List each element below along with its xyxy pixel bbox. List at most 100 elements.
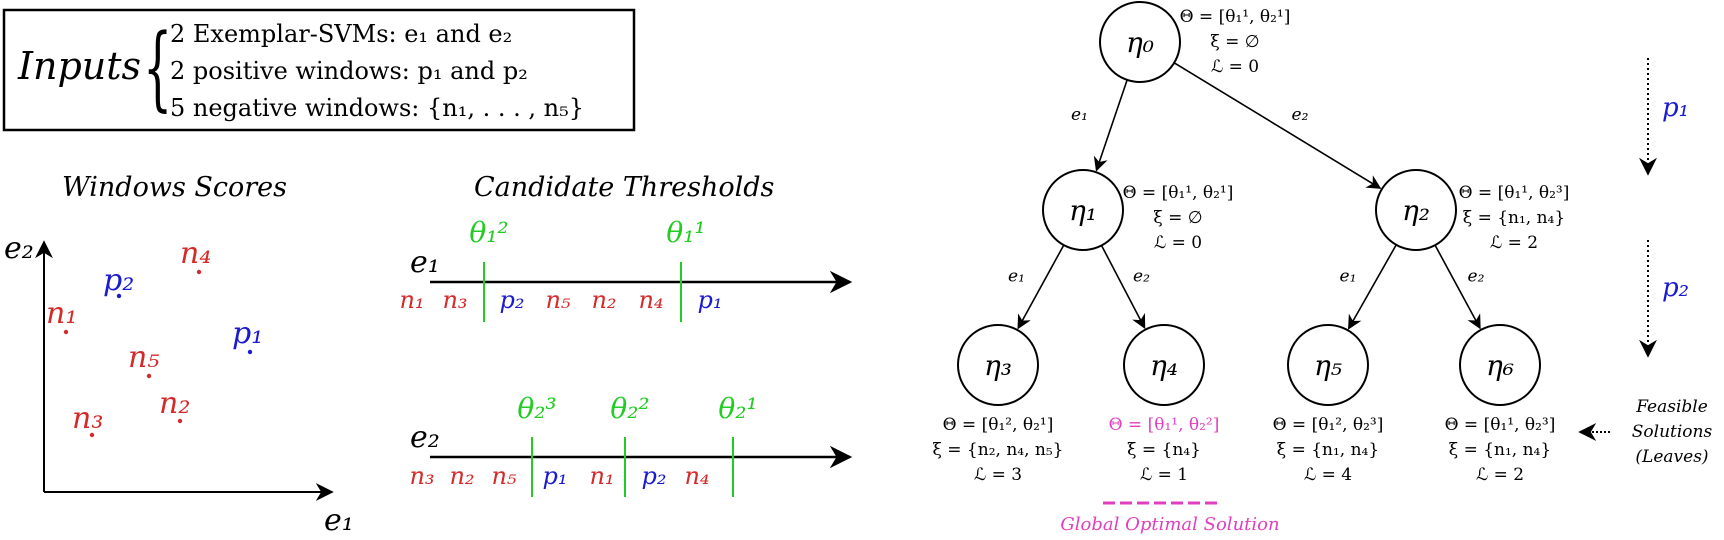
level-label-1: p₁ [1662, 93, 1689, 123]
tree-node-xi: ξ = ∅ [1153, 208, 1202, 228]
score-point-label: p₁ [232, 316, 263, 351]
tree-edge-label: e₂ [1133, 267, 1150, 287]
tree-node-loss: ℒ = 0 [1154, 233, 1202, 253]
tree-node-label: η₁ [1069, 194, 1097, 227]
threshold-window-label: n₂ [591, 286, 616, 314]
tree-node-label: η₃ [984, 349, 1012, 382]
threshold-label: θ₂¹ [718, 392, 757, 425]
tree-node-theta: Θ = [θ₁², θ₂¹] [943, 415, 1054, 435]
score-point-dot [116, 293, 122, 299]
tree-node-label: η₅ [1314, 349, 1342, 382]
threshold-window-label: n₅ [545, 286, 570, 314]
thresholds-title: Candidate Thresholds [474, 172, 774, 203]
tree-edge [1173, 62, 1382, 189]
tree-node [1099, 1, 1181, 83]
tree-node [1459, 324, 1541, 406]
tree-edge-label: e₁ [1071, 105, 1088, 125]
tree-node [1042, 169, 1124, 251]
tree-node [1375, 169, 1457, 251]
threshold-label: θ₂² [610, 392, 649, 425]
scores-ylabel: e₂ [4, 231, 34, 266]
score-point-dot [196, 269, 202, 275]
threshold-window-label: p₂ [642, 462, 667, 490]
score-point-dot [63, 329, 69, 335]
tree-edge [1100, 245, 1146, 330]
inputs-box: Inputs { 2 Exemplar-SVMs: e₁ and e₂ 2 po… [2, 8, 636, 132]
threshold-window-label: p₂ [500, 286, 525, 314]
tree-edge-label: e₁ [1008, 267, 1025, 287]
inputs-line-3: 5 negative windows: {n₁, . . . , n₅} [170, 94, 584, 122]
tree-node-theta: Θ = [θ₁¹, θ₂³] [1459, 183, 1570, 203]
score-point-label: n₂ [159, 386, 190, 421]
feasible-label-line-1: Feasible [1635, 397, 1708, 417]
score-point-label: n₁ [46, 296, 77, 331]
scores-xlabel: e₁ [324, 503, 354, 536]
tree-node-xi: ξ = {n₁, n₄} [1449, 440, 1551, 460]
thresholds-panel: Candidate Thresholds e₁ e₂ n₁ n₃ p₂ n₅ n₂ n₄ p… [399, 172, 853, 497]
tree-node-label: η₂ [1402, 194, 1430, 227]
score-point-dot [177, 418, 183, 424]
score-point-label: n₅ [128, 340, 159, 375]
inputs-frame [2, 8, 636, 132]
tree-node-loss: ℒ = 2 [1490, 233, 1538, 253]
score-point-label: p₂ [103, 263, 134, 298]
tree-node [957, 324, 1039, 406]
threshold-label: θ₂³ [517, 392, 556, 425]
threshold-window-label: n₄ [638, 286, 663, 314]
tree-node-label: η₆ [1486, 349, 1514, 382]
inputs-title: Inputs [17, 44, 141, 88]
threshold-window-label: n₁ [589, 462, 614, 490]
score-point-dot [247, 349, 253, 355]
level-label-2: p₂ [1662, 273, 1689, 303]
scores-title: Windows Scores [62, 172, 287, 203]
tree-edge-label: e₁ [1340, 267, 1357, 287]
tree-node-loss: ℒ = 3 [974, 465, 1022, 485]
threshold-label: θ₁¹ [666, 216, 705, 249]
threshold-window-label: p₁ [698, 286, 723, 314]
threshold-window-label: n₃ [442, 286, 467, 314]
tree-node [1287, 324, 1369, 406]
threshold-window-label: n₃ [409, 462, 434, 490]
tree-node-xi: ξ = {n₄} [1127, 440, 1201, 460]
tree-node [1123, 324, 1205, 406]
tree-edge [1348, 244, 1397, 330]
tree-node-label: η₄ [1150, 349, 1178, 382]
threshold-window-label: n₂ [449, 462, 474, 490]
tree-node-theta: Θ = [θ₁¹, θ₂³] [1445, 415, 1556, 435]
optimal-label: Global Optimal Solution [1060, 514, 1279, 535]
score-point-label: n₄ [180, 236, 211, 271]
tree-edge [1093, 79, 1128, 172]
threshold-axis-1-name: e₁ [410, 245, 440, 280]
threshold-window-label: n₅ [491, 462, 516, 490]
inputs-brace: { [143, 14, 172, 122]
tree-node-theta: Θ = [θ₁¹, θ₂²] [1109, 415, 1220, 435]
score-point-label: n₃ [72, 401, 103, 436]
inputs-line-1: 2 Exemplar-SVMs: e₁ and e₂ [170, 20, 512, 48]
tree-edge [1434, 244, 1481, 330]
threshold-window-label: n₄ [684, 462, 709, 490]
tree-node-xi: ξ = {n₁, n₄} [1463, 208, 1565, 228]
tree-node-theta: Θ = [θ₁¹, θ₂¹] [1123, 183, 1234, 203]
tree-node-xi: ξ = {n₂, n₄, n₅} [933, 440, 1064, 460]
threshold-window-label: p₁ [543, 462, 568, 490]
tree-edge-label: e₂ [1468, 267, 1485, 287]
tree-node-xi: ξ = ∅ [1210, 32, 1259, 52]
inputs-line-2: 2 positive windows: p₁ and p₂ [170, 57, 528, 85]
score-point-dot [89, 432, 95, 438]
feasible-label-line-3: (Leaves) [1635, 447, 1708, 467]
tree-node-theta: Θ = [θ₁¹, θ₂¹] [1180, 7, 1291, 27]
score-point-dot [146, 373, 152, 379]
tree-node-loss: ℒ = 2 [1476, 465, 1524, 485]
threshold-label: θ₁² [469, 216, 508, 249]
tree-edge [1017, 244, 1065, 330]
threshold-window-label: n₁ [399, 286, 424, 314]
tree-node-loss: ℒ = 0 [1211, 57, 1259, 77]
tree-node-theta: Θ = [θ₁², θ₂³] [1273, 415, 1384, 435]
tree-node-xi: ξ = {n₁, n₄} [1277, 440, 1379, 460]
threshold-axis-2-name: e₂ [410, 420, 440, 455]
tree-node-loss: ℒ = 4 [1304, 465, 1352, 485]
feasible-label-line-2: Solutions [1632, 422, 1713, 442]
